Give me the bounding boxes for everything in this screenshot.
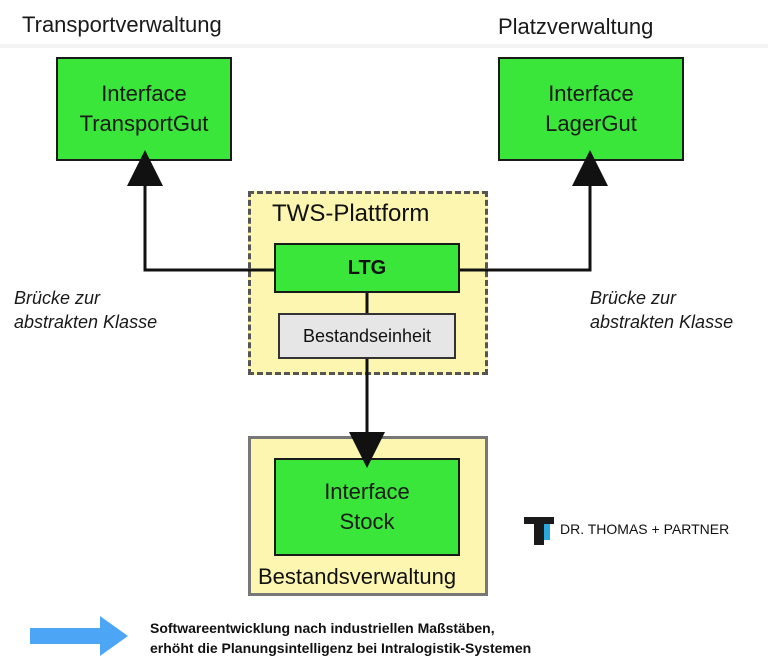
interface-transportgut-line1: Interface: [101, 81, 187, 106]
footer-line1: Softwareentwicklung nach industriellen M…: [150, 620, 495, 636]
bestandsverwaltung-label: Bestandsverwaltung: [258, 564, 457, 589]
footer-text: Softwareentwicklung nach industriellen M…: [150, 618, 531, 658]
footer-arrow: [30, 616, 128, 656]
footer-line2: erhöht die Planungsintelligenz bei Intra…: [150, 640, 532, 656]
interface-lagergut-box: Interface LagerGut: [498, 57, 684, 161]
ltg-to-lagergut-arrow: [460, 150, 608, 272]
header-band: [0, 44, 768, 48]
left-bridge-line1: Brücke zur: [14, 288, 101, 308]
right-bridge-label: Brücke zur abstrakten Klasse: [590, 286, 733, 334]
interface-lagergut-line1: Interface: [548, 81, 634, 106]
right-bridge-line2: abstrakten Klasse: [590, 312, 734, 332]
interface-transportgut-line2: TransportGut: [79, 111, 209, 136]
interface-stock-line1: Interface: [324, 479, 410, 504]
left-bridge-line2: abstrakten Klasse: [14, 312, 158, 332]
tp-logo-icon: [522, 515, 558, 547]
platzverwaltung-title: Platzverwaltung: [498, 14, 654, 39]
ltg-box: LTG: [274, 243, 460, 293]
ltg-label: LTG: [347, 256, 387, 279]
ltg-to-transportgut-arrow: [127, 150, 274, 272]
right-bridge-line1: Brücke zur: [590, 288, 677, 308]
interface-stock-box: Interface Stock: [274, 458, 460, 556]
interface-lagergut-line2: LagerGut: [545, 111, 637, 136]
bestandseinheit-box: Bestandseinheit: [278, 313, 456, 359]
tws-plattform-title: TWS-Plattform: [272, 200, 430, 227]
logo-text: DR. THOMAS + PARTNER: [560, 521, 730, 537]
bestandseinheit-label: Bestandseinheit: [302, 325, 432, 346]
left-bridge-label: Brücke zur abstrakten Klasse: [14, 286, 157, 334]
interface-stock-line2: Stock: [339, 509, 395, 534]
transportverwaltung-title: Transportverwaltung: [22, 12, 222, 37]
